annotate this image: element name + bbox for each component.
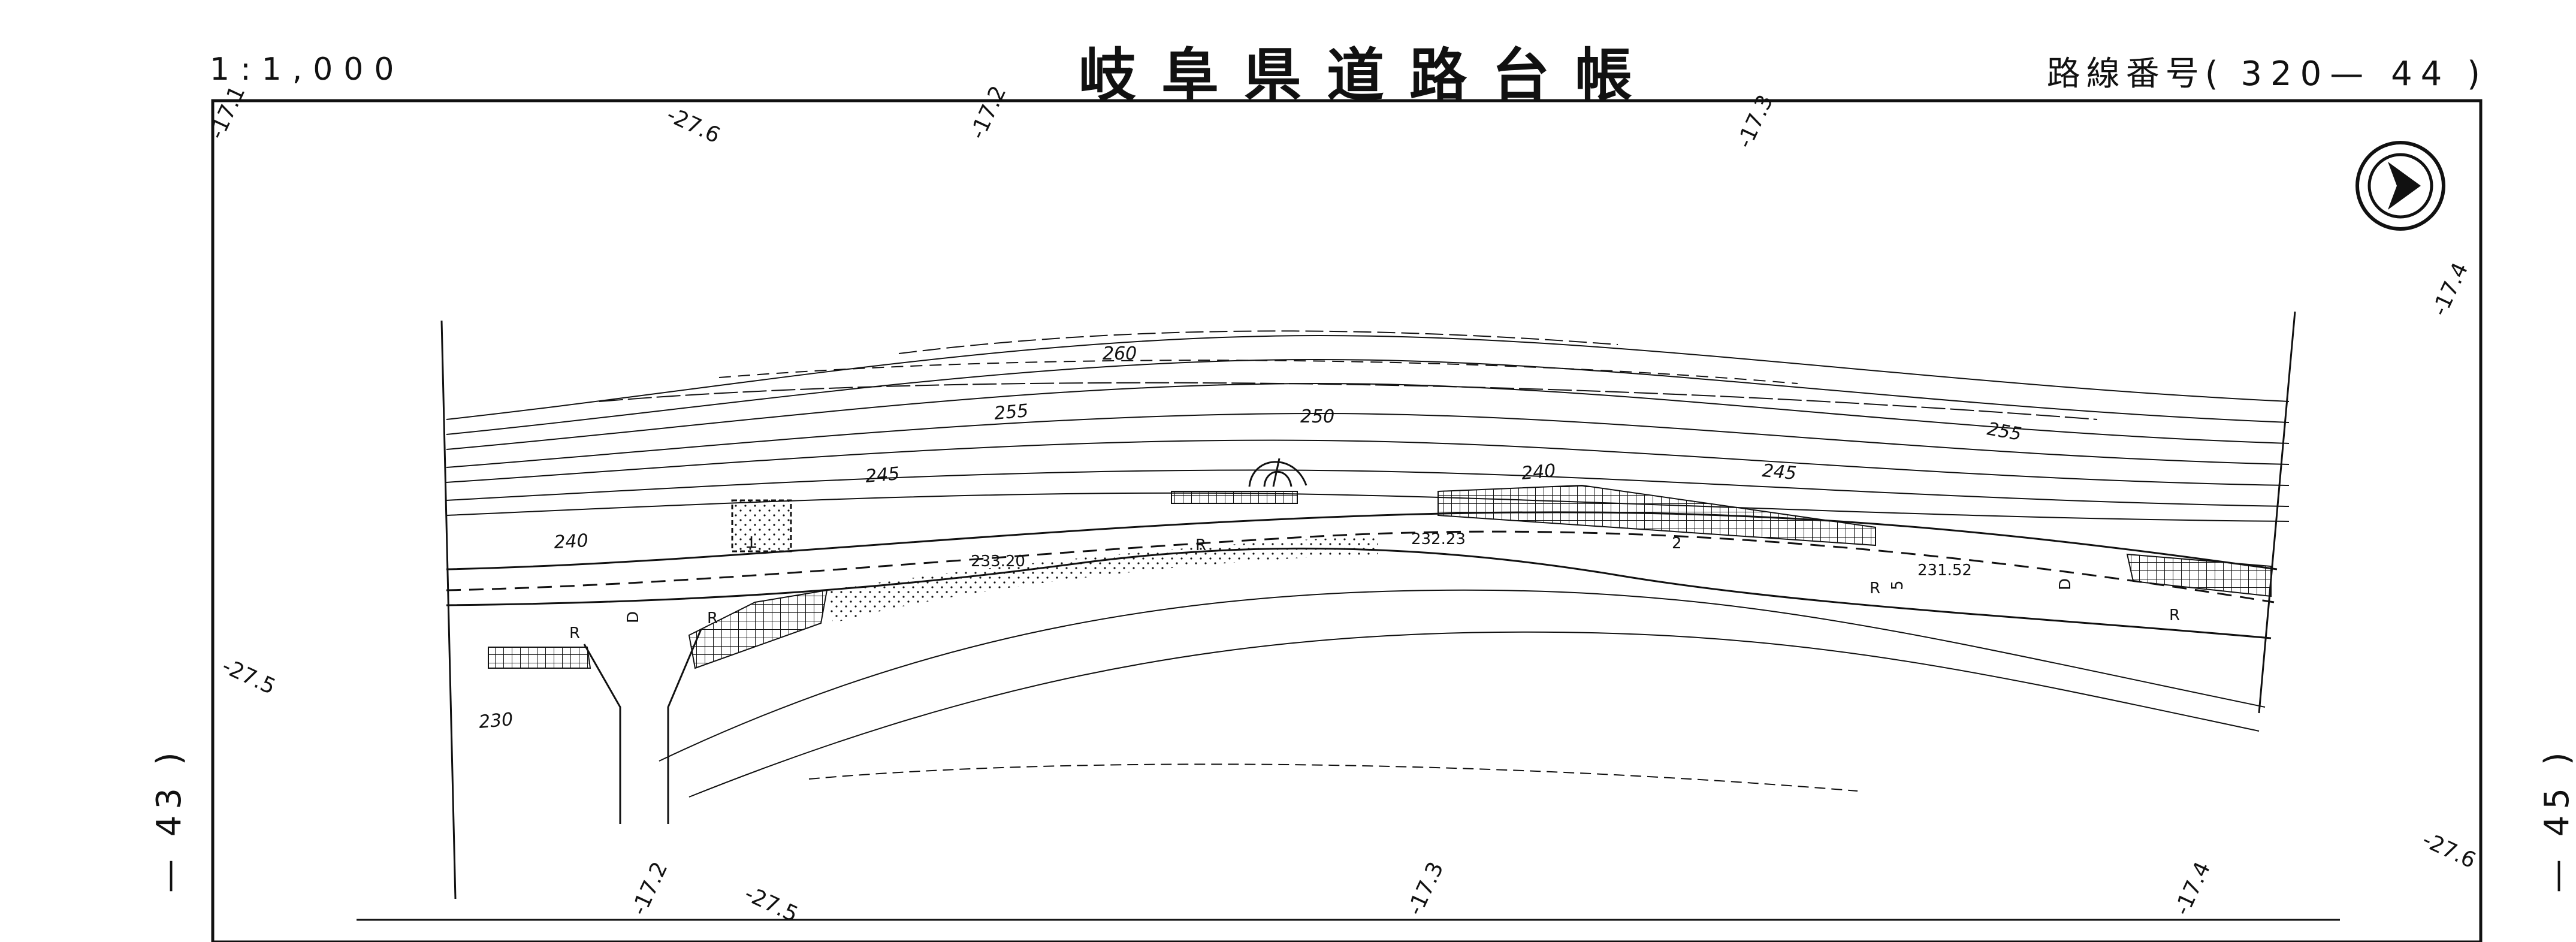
route-close-paren: ): [2467, 55, 2486, 93]
contour-label: 255: [1986, 418, 2023, 445]
route-number-label: 路線番号( 320— 44 ): [2047, 47, 2486, 95]
road-mark-r: R: [569, 624, 580, 642]
road-mark-r: R: [2169, 606, 2180, 624]
spot-elevation: 232.23: [1411, 530, 1466, 548]
contour-label: 240: [554, 530, 589, 553]
contour-label: 245: [865, 463, 901, 487]
station-mark-top: -17.4: [2427, 259, 2474, 320]
contour-label: 245: [1761, 460, 1797, 484]
contour-label: 260: [1103, 343, 1137, 364]
contour-lines: [446, 330, 2290, 522]
scale-label: 1:1,000: [210, 52, 405, 87]
shell-symbol: [1248, 458, 1307, 487]
map-symbol: 2: [1672, 535, 1682, 552]
spot-elevation: 233.20: [971, 552, 1025, 570]
retaining-wall-left: [688, 589, 828, 669]
right-cut-line: [2258, 311, 2296, 714]
retaining-wall-corner: [488, 647, 591, 669]
road-mark-r: R: [1195, 536, 1206, 554]
contour-label: 240: [1521, 460, 1557, 484]
road-mark-d: D: [624, 611, 642, 623]
station-mark-top: -17.2: [965, 82, 1011, 143]
retaining-wall-right: [2126, 553, 2272, 597]
spot-elevation: 231.52: [1917, 561, 1972, 579]
station-mark-top: -17.1: [204, 82, 250, 143]
station-mark-bottom: -17.4: [2170, 858, 2216, 919]
route-number-value: 320— 44: [2240, 55, 2451, 93]
route-label-text: 路線番号(: [2046, 55, 2224, 93]
road-mark-d: D: [2056, 578, 2074, 590]
side-road: [583, 629, 702, 824]
north-arrow-icon: [2355, 141, 2445, 231]
station-mark-bottom: -17.2: [627, 858, 673, 919]
retaining-wall-upper: [1438, 484, 1876, 547]
contour-label: 230: [478, 709, 514, 733]
map-frame: [211, 99, 2483, 942]
contour-label: 255: [993, 400, 1029, 424]
page-title: 岐阜県道路台帳: [1079, 41, 1657, 109]
structure-box: [731, 499, 792, 552]
station-mark-bottom: -27.6: [2418, 828, 2480, 874]
map-symbol: T: [747, 532, 757, 550]
left-cut-line: [440, 320, 457, 899]
station-mark-bottom: -17.3: [1403, 858, 1449, 919]
dotted-shoulder: [827, 536, 1378, 623]
road-mark-r: R: [707, 609, 718, 627]
retaining-wall-top: [1171, 491, 1298, 504]
road-mark-r: R: [1870, 579, 1880, 597]
map-symbol: 5: [1889, 580, 1907, 590]
river-banks: [659, 589, 2266, 798]
contour-label: 250: [1300, 406, 1334, 427]
station-mark-side: -27.5: [218, 654, 279, 700]
station-mark-top: -27.6: [663, 102, 724, 149]
